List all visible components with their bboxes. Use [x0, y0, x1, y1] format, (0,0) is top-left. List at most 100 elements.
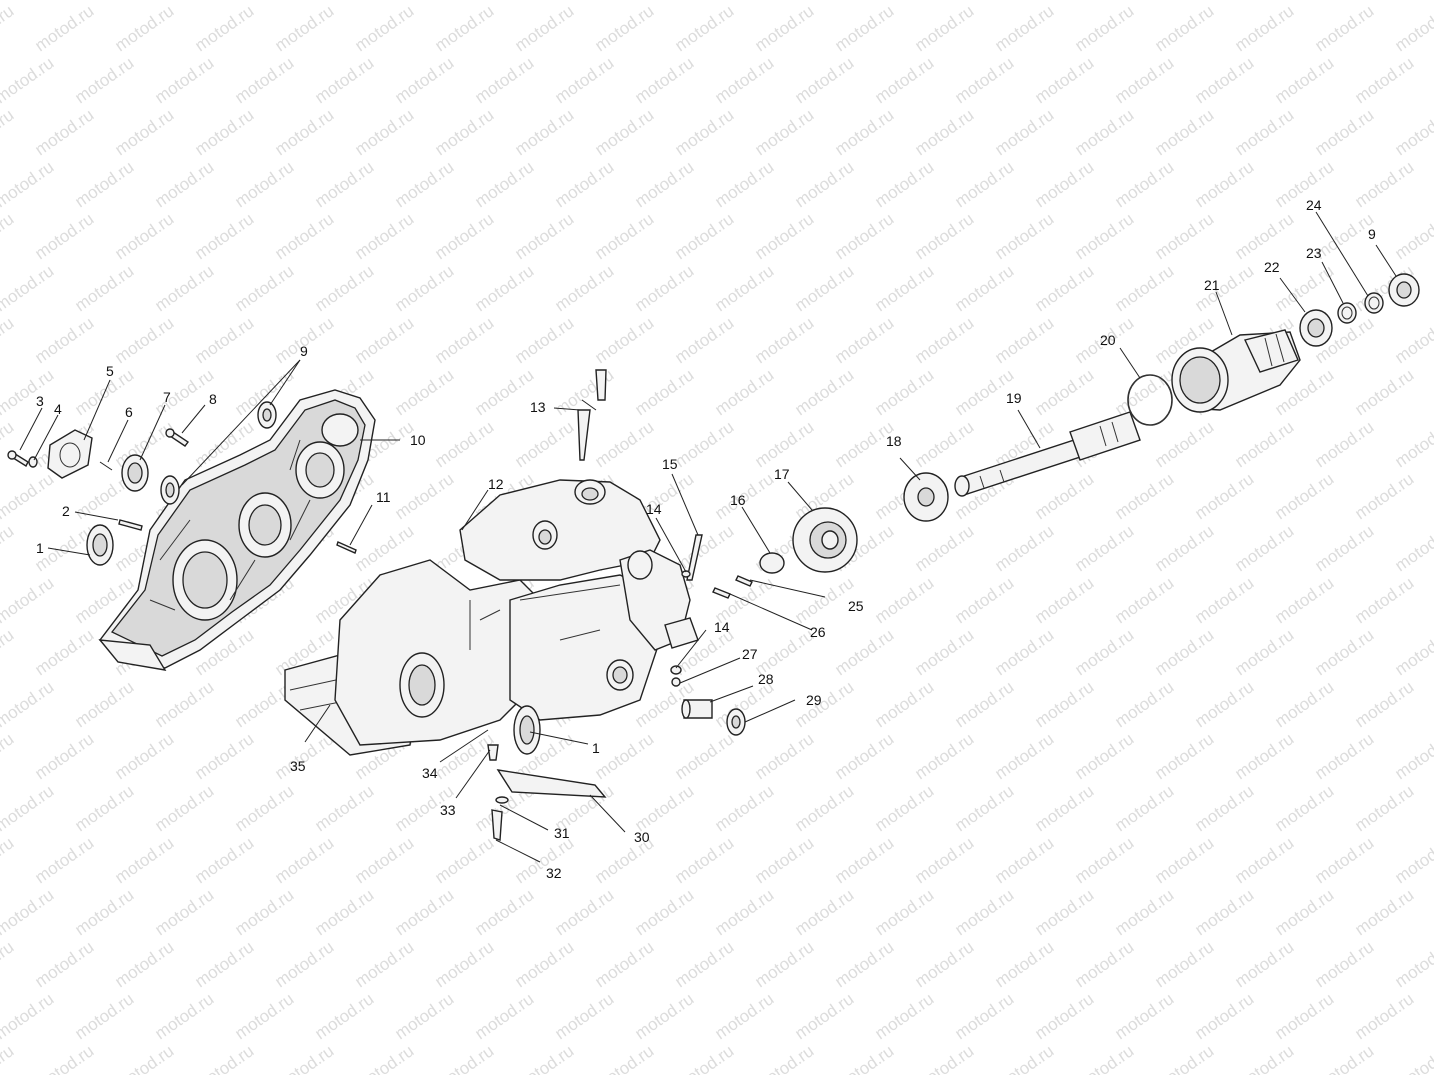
watermark-text: motod.ru	[791, 885, 857, 939]
watermark-text: motod.ru	[1151, 937, 1217, 991]
watermark-text: motod.ru	[431, 105, 497, 159]
watermark-text: motod.ru	[1071, 105, 1137, 159]
watermark-text: motod.ru	[0, 989, 57, 1043]
watermark-text: motod.ru	[351, 937, 417, 991]
watermark-text: motod.ru	[631, 989, 697, 1043]
watermark-text: motod.ru	[351, 313, 417, 367]
watermark-text: motod.ru	[31, 209, 97, 263]
watermark-text: motod.ru	[751, 417, 817, 471]
watermark-text: motod.ru	[511, 417, 577, 471]
watermark-text: motod.ru	[271, 209, 337, 263]
callout-9-shaft: 9	[1368, 226, 1376, 242]
watermark-text: motod.ru	[391, 261, 457, 315]
watermark-text: motod.ru	[671, 937, 737, 991]
watermark-text: motod.ru	[551, 885, 617, 939]
watermark-text: motod.ru	[151, 261, 217, 315]
watermark-text: motod.ru	[191, 833, 257, 887]
watermark-text: motod.ru	[871, 0, 937, 3]
watermark-text: motod.ru	[471, 365, 537, 419]
callout-13: 13	[530, 399, 546, 415]
watermark-text: motod.ru	[391, 885, 457, 939]
watermark-text: motod.ru	[871, 885, 937, 939]
watermark-text: motod.ru	[231, 261, 297, 315]
callout-28: 28	[758, 671, 774, 687]
callout-33: 33	[440, 802, 456, 818]
watermark-text: motod.ru	[431, 1041, 497, 1075]
callout-16: 16	[730, 492, 746, 508]
watermark-text: motod.ru	[671, 105, 737, 159]
watermark-text: motod.ru	[1151, 833, 1217, 887]
callout-17: 17	[774, 466, 790, 482]
watermark-text: motod.ru	[351, 1, 417, 55]
watermark-text: motod.ru	[991, 209, 1057, 263]
watermark-text: motod.ru	[151, 365, 217, 419]
watermark-text: motod.ru	[31, 1041, 97, 1075]
watermark-text: motod.ru	[271, 833, 337, 887]
watermark-text: motod.ru	[751, 833, 817, 887]
watermark-text: motod.ru	[0, 781, 57, 835]
watermark-text: motod.ru	[1391, 521, 1434, 575]
watermark-text: motod.ru	[871, 365, 937, 419]
leader-lines	[19, 211, 1397, 863]
callout-4: 4	[54, 401, 62, 417]
watermark-text: motod.ru	[591, 417, 657, 471]
watermark-text: motod.ru	[0, 573, 57, 627]
watermark-text: motod.ru	[911, 417, 977, 471]
watermark-text: motod.ru	[391, 469, 457, 523]
watermark-text: motod.ru	[191, 105, 257, 159]
watermark-text: motod.ru	[1351, 0, 1417, 3]
callout-18: 18	[886, 433, 902, 449]
watermark-text: motod.ru	[911, 313, 977, 367]
callout-31: 31	[554, 825, 570, 841]
watermark-text: motod.ru	[111, 105, 177, 159]
watermark-text: motod.ru	[1111, 157, 1177, 211]
callout-20: 20	[1100, 332, 1116, 348]
watermark-text: motod.ru	[711, 885, 777, 939]
watermark-text: motod.ru	[871, 989, 937, 1043]
watermark-text: motod.ru	[1391, 313, 1434, 367]
watermark-text: motod.ru	[431, 313, 497, 367]
watermark-text: motod.ru	[831, 313, 897, 367]
watermark-text: motod.ru	[791, 677, 857, 731]
callout-10: 10	[410, 432, 426, 448]
watermark-text: motod.ru	[1071, 625, 1137, 679]
watermark-text: motod.ru	[1111, 261, 1177, 315]
watermark-text: motod.ru	[591, 1, 657, 55]
watermark-text: motod.ru	[711, 989, 777, 1043]
watermark-text: motod.ru	[671, 417, 737, 471]
watermark-text: motod.ru	[831, 625, 897, 679]
watermark-text: motod.ru	[951, 781, 1017, 835]
watermark-text: motod.ru	[1391, 105, 1434, 159]
callout-25: 25	[848, 598, 864, 614]
watermark-text: motod.ru	[1111, 0, 1177, 3]
watermark-text: motod.ru	[551, 53, 617, 107]
watermark-text: motod.ru	[1031, 469, 1097, 523]
callout-14-lower: 14	[714, 619, 730, 635]
watermark-text: motod.ru	[1151, 417, 1217, 471]
watermark-text: motod.ru	[751, 209, 817, 263]
watermark-text: motod.ru	[31, 625, 97, 679]
watermark-text: motod.ru	[751, 729, 817, 783]
watermark-text: motod.ru	[551, 157, 617, 211]
callout-15: 15	[662, 456, 678, 472]
case-small-parts	[487, 369, 858, 841]
watermark-text: motod.ru	[831, 1041, 897, 1075]
watermark-text: motod.ru	[831, 729, 897, 783]
watermark-text: motod.ru	[751, 105, 817, 159]
watermark-text: motod.ru	[991, 1, 1057, 55]
watermark-text: motod.ru	[471, 53, 537, 107]
watermark-text: motod.ru	[1031, 885, 1097, 939]
watermark-text: motod.ru	[1311, 833, 1377, 887]
watermark-text: motod.ru	[431, 209, 497, 263]
watermark-text: motod.ru	[951, 989, 1017, 1043]
watermark-text: motod.ru	[951, 261, 1017, 315]
watermark-text: motod.ru	[271, 937, 337, 991]
watermark-text: motod.ru	[191, 729, 257, 783]
callout-8: 8	[209, 391, 217, 407]
watermark-text: motod.ru	[1191, 677, 1257, 731]
watermark-text: motod.ru	[631, 365, 697, 419]
watermark-text: motod.ru	[0, 1, 17, 55]
watermark-text: motod.ru	[391, 157, 457, 211]
watermark-text: motod.ru	[1111, 781, 1177, 835]
